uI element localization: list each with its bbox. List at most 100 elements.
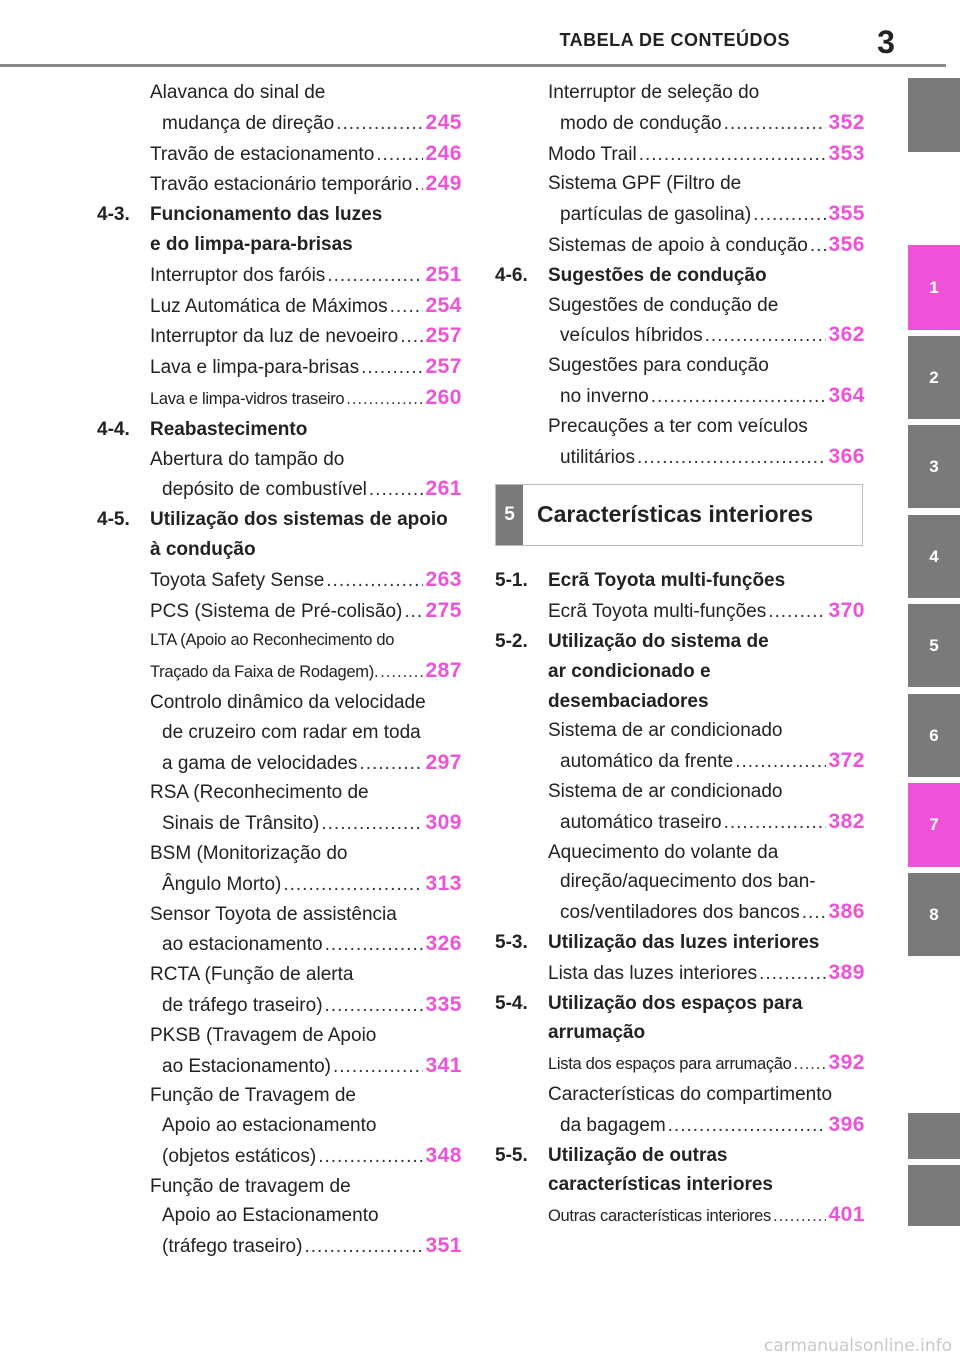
toc-entry[interactable]: Precauções a ter com veículos utilitário… xyxy=(548,412,865,473)
tab-chapter-7[interactable]: 7 xyxy=(908,783,960,867)
entry-page-link[interactable]: 351 xyxy=(425,1234,462,1258)
toc-entry[interactable]: Modo Trail353 xyxy=(548,139,865,170)
toc-entry[interactable]: Interruptor de seleção do modo de conduç… xyxy=(548,78,865,139)
toc-entry[interactable]: Alavanca do sinal de mudança de direção2… xyxy=(150,78,462,139)
toc-section[interactable]: 5-3. Utilização das luzes interiores xyxy=(495,928,865,958)
toc-entry[interactable]: Sistema GPF (Filtro de partículas de gas… xyxy=(548,169,865,230)
toc-entry[interactable]: Sugestões de condução de veículos híbrid… xyxy=(548,291,865,352)
toc-entry[interactable]: Aquecimento do volante da direção/aqueci… xyxy=(548,838,865,928)
entry-page-link[interactable]: 356 xyxy=(828,232,865,256)
entry-page-link[interactable]: 254 xyxy=(425,293,462,317)
entry-line: Sistema GPF (Filtro de xyxy=(548,173,742,195)
toc-entry[interactable]: PCS (Sistema de Pré-colisão)275 xyxy=(150,596,462,627)
toc-entry[interactable]: Travão estacionário temporário249 xyxy=(150,169,462,200)
entry-line: Lista dos espaços para arrumação xyxy=(548,1055,792,1074)
toc-entry[interactable]: Sensor Toyota de assistência ao estacion… xyxy=(150,900,462,961)
toc-entry[interactable]: Luz Automática de Máximos254 xyxy=(150,291,462,322)
entry-page-link[interactable]: 392 xyxy=(828,1051,865,1075)
toc-entry[interactable]: RCTA (Função de alerta de tráfego trasei… xyxy=(150,960,462,1021)
entry-page-link[interactable]: 249 xyxy=(425,172,462,196)
toc-entry[interactable]: Lista das luzes interiores389 xyxy=(548,958,865,989)
toc-entry[interactable]: Sistema de ar condicionado automático da… xyxy=(548,716,865,777)
tab-chapter-4[interactable]: 4 xyxy=(908,515,960,598)
toc-entry[interactable]: RSA (Reconhecimento de Sinais de Trânsit… xyxy=(150,778,462,839)
toc-entry[interactable]: Sugestões para condução no inverno364 xyxy=(548,351,865,412)
entry-page-link[interactable]: 309 xyxy=(425,811,462,835)
entry-page-link[interactable]: 263 xyxy=(425,567,462,591)
entry-page-link[interactable]: 260 xyxy=(425,385,462,409)
toc-entry[interactable]: Outras características interiores401 xyxy=(548,1200,865,1232)
entry-page-link[interactable]: 366 xyxy=(828,444,865,468)
toc-entry[interactable]: Características do compartimento da baga… xyxy=(548,1080,865,1141)
entry-page-link[interactable]: 352 xyxy=(828,110,865,134)
tab-chapter-5[interactable]: 5 xyxy=(908,604,960,687)
entry-page-link[interactable]: 372 xyxy=(828,749,865,773)
entry-page-link[interactable]: 257 xyxy=(425,355,462,379)
entry-page-link[interactable]: 297 xyxy=(425,750,462,774)
toc-entry[interactable]: Lista dos espaços para arrumação 392 xyxy=(548,1048,865,1080)
toc-entry[interactable]: Lava e limpa-vidros traseiro260 xyxy=(150,383,462,415)
tab-chapter-6[interactable]: 6 xyxy=(908,694,960,777)
toc-section[interactable]: 4-4. Reabastecimento xyxy=(97,415,462,445)
toc-entry[interactable]: Ecrã Toyota multi-funções 370 xyxy=(548,596,865,627)
entry-page-link[interactable]: 341 xyxy=(425,1053,462,1077)
tab-chapter-2[interactable]: 2 xyxy=(908,336,960,419)
chapter-heading[interactable]: 5 Características interiores xyxy=(495,484,863,547)
entry-page-link[interactable]: 348 xyxy=(425,1143,462,1167)
entry-page-link[interactable]: 401 xyxy=(828,1203,865,1227)
entry-page-link[interactable]: 382 xyxy=(828,809,865,833)
entry-page-link[interactable]: 313 xyxy=(425,871,462,895)
toc-section[interactable]: 4-5. Utilização dos sistemas de apoio à … xyxy=(97,505,462,565)
entry-page-link[interactable]: 396 xyxy=(828,1112,865,1136)
toc-entry[interactable]: BSM (Monitorização do Ângulo Morto)313 xyxy=(150,839,462,900)
tab-blank-top[interactable] xyxy=(908,78,960,152)
toc-entry[interactable]: PKSB (Travagem de Apoio ao Estacionament… xyxy=(150,1021,462,1082)
toc-entry[interactable]: Controlo dinâmico da velocidade de cruze… xyxy=(150,688,462,778)
toc-section[interactable]: 5-1. Ecrã Toyota multi-funções xyxy=(495,566,865,596)
tab-chapter-1[interactable]: 1 xyxy=(908,245,960,330)
tab-chapter-8[interactable]: 8 xyxy=(908,873,960,956)
entry-line: utilitários xyxy=(560,446,635,468)
toc-entry[interactable]: Abertura do tampão do depósito de combus… xyxy=(150,445,462,506)
toc-entry[interactable]: Interruptor dos faróis251 xyxy=(150,260,462,291)
entry-page-link[interactable]: 389 xyxy=(828,960,865,984)
entry-line: Ecrã Toyota multi-funções xyxy=(548,601,767,623)
entry-page-link[interactable]: 335 xyxy=(425,992,462,1016)
toc-entry[interactable]: Função de Travagem de Apoio ao estaciona… xyxy=(150,1081,462,1171)
entry-page-link[interactable]: 246 xyxy=(425,141,462,165)
entry-page-link[interactable]: 370 xyxy=(828,599,865,623)
entry-page-link[interactable]: 326 xyxy=(425,932,462,956)
entry-page-link[interactable]: 275 xyxy=(425,598,462,622)
entry-page-link[interactable]: 386 xyxy=(828,900,865,924)
toc-entry[interactable]: Lava e limpa-para-brisas257 xyxy=(150,352,462,383)
entry-page-link[interactable]: 364 xyxy=(828,383,865,407)
entry-line: Sinais de Trânsito) xyxy=(162,813,320,835)
entry-line: cos/ventiladores dos bancos xyxy=(560,902,800,924)
toc-section[interactable]: 4-3. Funcionamento das luzes e do limpa-… xyxy=(97,200,462,260)
toc-section[interactable]: 5-2. Utilização do sistema de ar condici… xyxy=(495,627,865,716)
toc-section[interactable]: 5-5. Utilização de outras característica… xyxy=(495,1141,865,1201)
tab-chapter-3[interactable]: 3 xyxy=(908,425,960,508)
toc-entry[interactable]: Travão de estacionamento246 xyxy=(150,139,462,170)
entry-page-link[interactable]: 257 xyxy=(425,324,462,348)
tab-blank-bottom[interactable] xyxy=(908,1113,960,1159)
tab-blank-bottom-2[interactable] xyxy=(908,1165,960,1226)
entry-page-link[interactable]: 362 xyxy=(828,323,865,347)
toc-section[interactable]: 5-4. Utilização dos espaços para arrumaç… xyxy=(495,989,865,1049)
toc-entry[interactable]: Sistema de ar condicionado automático tr… xyxy=(548,777,865,838)
section-number: 5-5. xyxy=(495,1144,528,1166)
entry-page-link[interactable]: 251 xyxy=(425,262,462,286)
toc-entry[interactable]: LTA (Apoio ao Reconhecimento do Traçado … xyxy=(150,626,462,688)
toc-entry[interactable]: Toyota Safety Sense263 xyxy=(150,565,462,596)
toc-entry[interactable]: Sistemas de apoio à condução356 xyxy=(548,230,865,261)
toc-entry[interactable]: Função de travagem de Apoio ao Estaciona… xyxy=(150,1172,462,1262)
entry-line: Traçado da Faixa de Rodagem). xyxy=(150,663,379,682)
toc-entry[interactable]: Interruptor da luz de nevoeiro257 xyxy=(150,321,462,352)
entry-page-link[interactable]: 261 xyxy=(425,477,462,501)
entry-page-link[interactable]: 287 xyxy=(425,659,462,683)
entry-page-link[interactable]: 245 xyxy=(425,110,462,134)
entry-page-link[interactable]: 353 xyxy=(828,141,865,165)
entry-line: Sistema de ar condicionado xyxy=(548,720,783,742)
entry-page-link[interactable]: 355 xyxy=(828,202,865,226)
toc-section[interactable]: 4-6. Sugestões de condução xyxy=(495,261,865,291)
